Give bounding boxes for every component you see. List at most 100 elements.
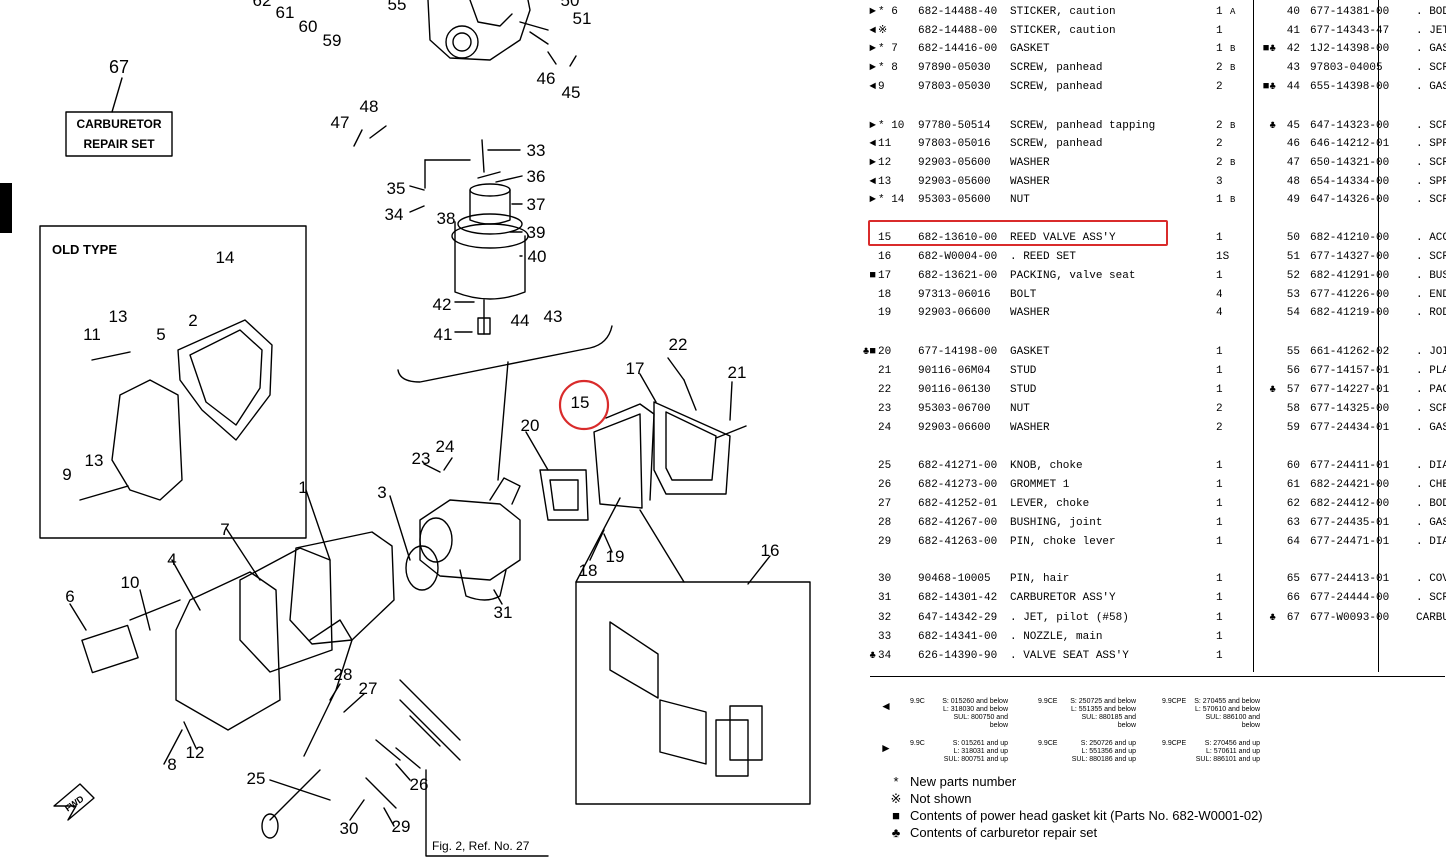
callout-26: 26 (410, 775, 429, 794)
serial-range: SUL: 880185 and below (1081, 714, 1137, 729)
ref-number: 50 (1286, 232, 1300, 244)
part-number: 654-14334-00 (1310, 176, 1390, 188)
ref-number: 30 (878, 573, 892, 585)
ref-number: 52 (1286, 270, 1300, 282)
callout-67: 67 (109, 57, 129, 77)
part-description: STUD (1010, 365, 1037, 377)
serial-range: SUL: 800751 and up (943, 756, 1008, 763)
callout-42: 42 (433, 295, 452, 314)
row-marker: ♣■ (862, 346, 876, 358)
model-label: 9.9CPE (1162, 698, 1187, 705)
row-marker: ◄ (869, 176, 876, 188)
row-marker: ♣ (1269, 612, 1276, 624)
part-number: 682-41291-00 (1310, 270, 1390, 282)
callout-29: 29 (392, 817, 411, 836)
ref-number: 51 (1286, 251, 1300, 263)
callout-13: 13 (109, 307, 128, 326)
ref-number: 17 (878, 270, 892, 282)
serial-range: L: 318030 and below (943, 706, 1008, 713)
part-number: 650-14321-00 (1310, 157, 1390, 169)
part-number: 677-W0093-00 (1310, 612, 1390, 624)
serial-range: L: 318031 and up (953, 748, 1009, 755)
quantity: 1 (1216, 498, 1223, 510)
callout-31: 31 (494, 603, 513, 622)
callout-25: 25 (247, 769, 266, 788)
model-label: 9.9C (910, 698, 925, 705)
part-number: 677-14227-01 (1310, 384, 1390, 396)
legend-text: Contents of carburetor repair set (910, 825, 1098, 840)
part-description: . SCREW (1416, 194, 1446, 206)
part-number: 647-14342-29 (918, 612, 998, 624)
quantity: 1 (1216, 536, 1223, 548)
quantity: 1 (1216, 346, 1223, 358)
part-description: . BODY, (1416, 498, 1446, 510)
part-number: 677-41226-00 (1310, 289, 1390, 301)
edge-tab-marker (0, 183, 12, 233)
ref-number: 12 (878, 157, 892, 169)
row-marker: ■ (869, 270, 876, 282)
part-description: . BUSHI (1416, 270, 1446, 282)
part-description: . JET, (1416, 25, 1446, 37)
part-description: . BODY, (1416, 6, 1446, 18)
part-description: . SCREW (1416, 403, 1446, 415)
part-description: . SPRIN (1416, 176, 1446, 188)
serial-range: S: 015260 and below (942, 698, 1008, 705)
ref-number: 48 (1286, 176, 1300, 188)
serial-range: SUL: 886100 and below (1205, 714, 1261, 729)
quantity: 2 (1216, 422, 1223, 434)
part-description: . GASKE (1416, 422, 1446, 434)
part-number: 682-W0004-00 (918, 251, 998, 263)
quantity: 2 (1216, 403, 1223, 415)
ref-number: 65 (1286, 573, 1300, 585)
ref-number: 64 (1286, 536, 1300, 548)
part-description: . GASKE (1416, 43, 1446, 55)
part-description: NUT (1010, 194, 1030, 206)
ref-number: 16 (878, 251, 892, 263)
callout-11: 11 (83, 325, 101, 344)
legend-text: Contents of power head gasket kit (Parts… (910, 808, 1263, 823)
legend-text: New parts number (910, 774, 1017, 789)
table-row: 52 682-41291-00 . BUSHI (1256, 267, 1446, 285)
part-description: . SPRIN (1416, 138, 1446, 150)
ref-number: 22 (878, 384, 892, 396)
ref-number: 63 (1286, 517, 1300, 529)
ref-number: 34 (878, 650, 892, 662)
row-marker: ■♣ (1262, 43, 1276, 55)
part-number: 626-14390-90 (918, 650, 998, 662)
part-number: 682-41271-00 (918, 460, 998, 472)
quantity: 1 (1216, 43, 1223, 55)
ref-number: 32 (878, 612, 892, 624)
quantity: 1 (1216, 631, 1223, 643)
ref-number: 19 (878, 307, 892, 319)
ref-number: 45 (1286, 120, 1300, 132)
ref-number: 49 (1286, 194, 1300, 206)
part-number: 682-14416-00 (918, 43, 998, 55)
group-note: B (1230, 121, 1236, 131)
part-description: NUT (1010, 403, 1030, 415)
table-row: 48 654-14334-00 . SPRIN (1256, 173, 1446, 191)
part-description: . SCREW (1416, 62, 1446, 74)
part-number: 677-14327-00 (1310, 251, 1390, 263)
part-description: STICKER, caution (1010, 25, 1116, 37)
ref-number: 67 (1286, 612, 1300, 624)
ref-number: 66 (1286, 592, 1300, 604)
part-number: 682-24421-00 (1310, 479, 1390, 491)
ref-number: 59 (1286, 422, 1300, 434)
